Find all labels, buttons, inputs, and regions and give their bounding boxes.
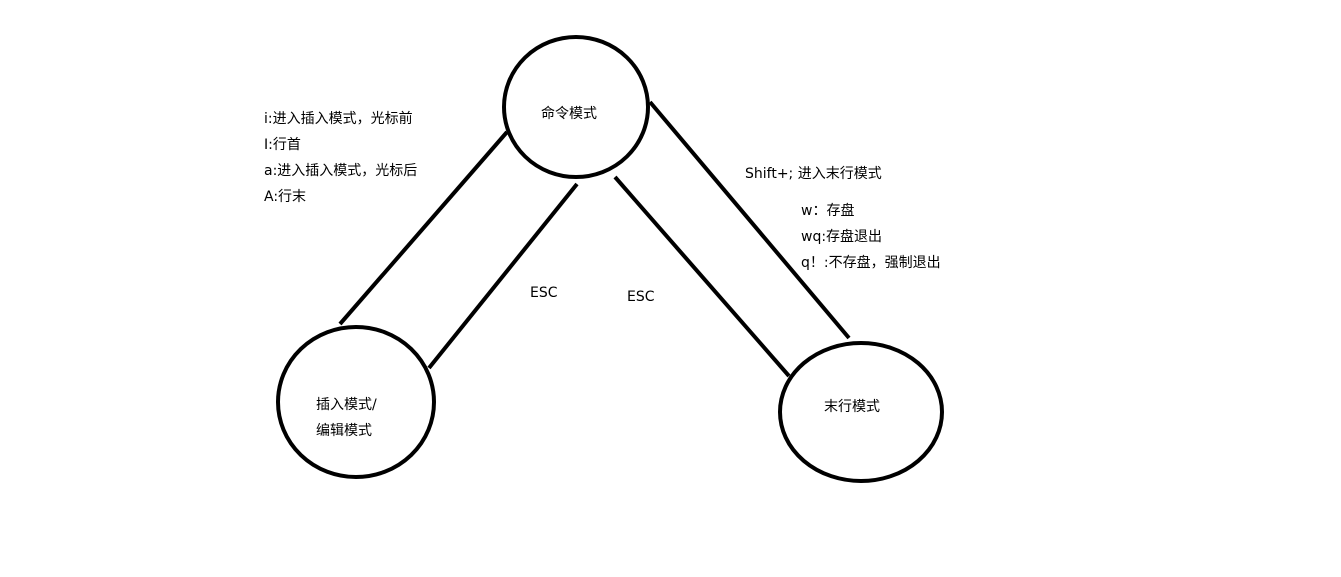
note-line: w：存盘 bbox=[801, 203, 855, 219]
insert-mode-label-line2: 编辑模式 bbox=[316, 423, 372, 439]
command-mode-label: 命令模式 bbox=[541, 106, 597, 122]
lastline-mode-label: 末行模式 bbox=[824, 399, 880, 415]
note-line: q！:不存盘，强制退出 bbox=[801, 255, 941, 271]
command-mode-node bbox=[502, 35, 650, 179]
lastline-mode-node bbox=[778, 341, 944, 483]
note-line: A:行末 bbox=[264, 189, 307, 205]
note-line: a:进入插入模式，光标后 bbox=[264, 163, 418, 179]
esc-label-lastline: ESC bbox=[627, 289, 655, 305]
insert-mode-label-line1: 插入模式/ bbox=[316, 397, 377, 413]
note-line: I:行首 bbox=[264, 137, 301, 153]
insert-mode-node bbox=[276, 325, 436, 479]
edge-insert-to-command bbox=[427, 182, 579, 370]
esc-label-insert: ESC bbox=[530, 285, 558, 301]
shift-colon-label: Shift+; 进入末行模式 bbox=[745, 166, 882, 182]
note-line: wq:存盘退出 bbox=[801, 229, 883, 245]
edge-command-to-lastline bbox=[648, 100, 851, 340]
edge-command-to-insert bbox=[338, 130, 509, 326]
edge-lastline-to-command bbox=[613, 175, 791, 378]
note-line: i:进入插入模式，光标前 bbox=[264, 111, 413, 127]
